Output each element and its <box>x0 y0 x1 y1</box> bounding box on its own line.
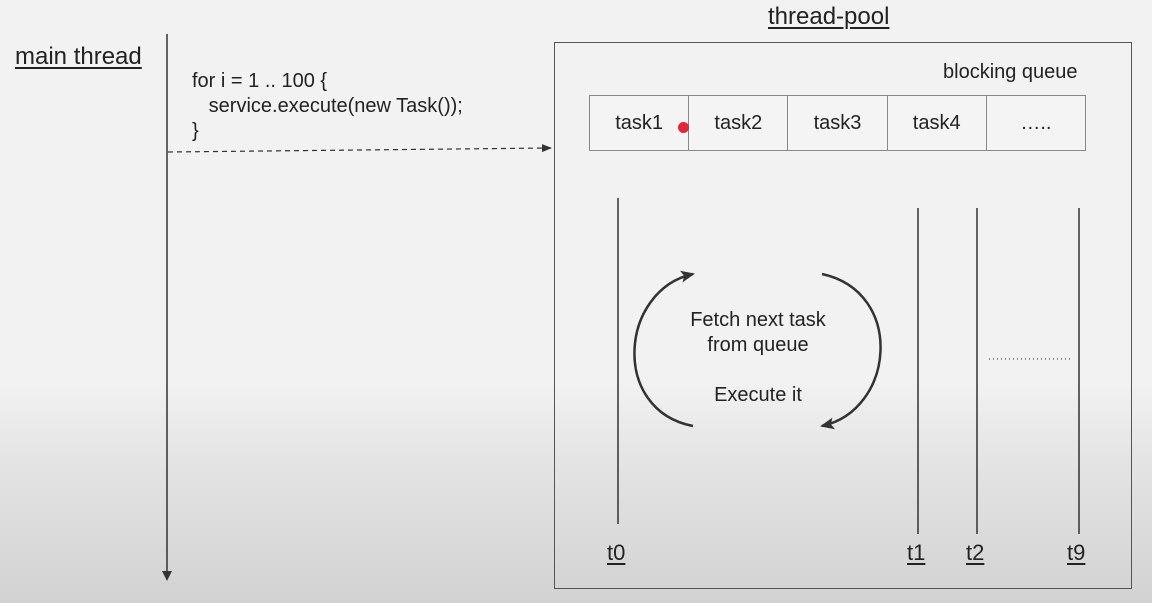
submit-arrow <box>167 144 552 153</box>
queue-cell-more: ….. <box>987 96 1085 150</box>
blocking-queue: task1 task2 task3 task4 ….. <box>589 95 1086 151</box>
thread-label-t2: t2 <box>966 540 985 565</box>
thread-label-t1: t1 <box>907 540 926 565</box>
queue-cell-task3: task3 <box>788 96 888 150</box>
loop-text-execute: Execute it <box>714 384 802 406</box>
thread-pool-box <box>554 42 1132 589</box>
loop-arc-left <box>633 270 695 428</box>
queue-cell-task1: task1 <box>590 96 690 150</box>
code-line-2: service.execute(new Task()); <box>192 95 463 117</box>
loop-line-1: Fetch next task <box>690 309 826 331</box>
main-thread-arrowhead <box>162 571 172 581</box>
loop-arc-right <box>820 272 882 430</box>
queue-cell-label: ….. <box>1020 111 1052 134</box>
queue-cell-task4: task4 <box>888 96 987 150</box>
code-line-3: } <box>192 120 199 142</box>
queue-cell-label: task3 <box>813 111 862 134</box>
blocking-queue-label: blocking queue <box>943 61 1078 83</box>
loop-line-2: from queue <box>707 334 809 356</box>
queue-cell-label: task4 <box>912 111 961 134</box>
queue-cell-label: task2 <box>714 111 763 134</box>
thread-label-t9: t9 <box>1067 540 1086 565</box>
code-line-1: for i = 1 .. 100 { <box>192 70 328 92</box>
main-thread-label: main thread <box>15 43 142 70</box>
queue-pointer-marker <box>678 122 689 133</box>
queue-cell-label: task1 <box>615 111 663 134</box>
thread-label-t0: t0 <box>607 540 626 565</box>
thread-pool-title: thread-pool <box>768 3 890 30</box>
loop-text-fetch: Fetch next task from queue <box>690 308 826 358</box>
queue-cell-task2: task2 <box>689 96 789 150</box>
